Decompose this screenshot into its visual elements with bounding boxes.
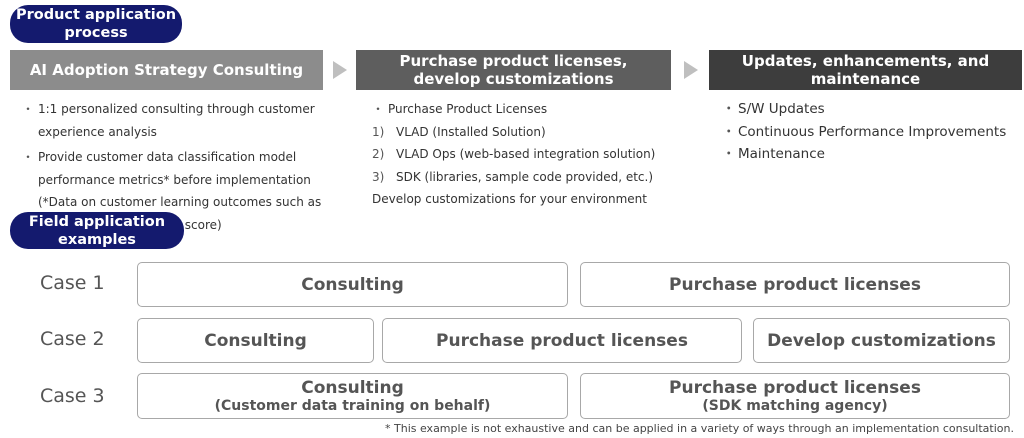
arrow-right-icon [684,61,698,79]
list-item-text: SDK (libraries, sample code provided, et… [396,169,654,184]
list-item-text: Maintenance [738,146,825,162]
number-marker: 1) [372,124,385,139]
list-item: ・ Maintenance [722,143,1017,166]
list-item: ・ Purchase Product Licenses [372,98,692,121]
bullet-marker: ・ [22,102,35,116]
case-box-title: Purchase product licenses [436,330,688,351]
case-2-consulting-box: Consulting [137,318,374,363]
process-header: Product application process [10,5,182,43]
case-box-title: Develop customizations [767,330,996,351]
examples-header: Field application examples [10,212,184,249]
stage-maintenance: Updates, enhancements, and maintenance [709,50,1022,90]
stage-consulting-label: AI Adoption Strategy Consulting [29,61,304,79]
process-header-line2: process [64,25,128,41]
case-box-title: Consulting [204,330,307,351]
stage-consulting: AI Adoption Strategy Consulting [10,50,323,90]
footnote: * This example is not exhaustive and can… [385,422,1014,435]
bullet-marker: ・ [722,146,736,162]
case-box-title: Consulting [301,377,404,398]
list-item: ・ S/W Updates [722,98,1017,121]
list-item-text: Develop customizations for your environm… [372,192,647,206]
case-box-title: Purchase product licenses [669,274,921,295]
case-1-consulting-box: Consulting [137,262,568,307]
list-item: Develop customizations for your environm… [372,188,692,211]
col-maintenance-details: ・ S/W Updates ・ Continuous Performance I… [722,98,1017,166]
number-marker: 2) [372,147,385,161]
case-box-title: Purchase product licenses [669,377,921,398]
case-3-label: Case 3 [40,385,105,407]
list-item-text: Purchase Product Licenses [388,102,548,116]
stage-maintenance-label: Updates, enhancements, and maintenance [741,52,990,88]
list-item: 2) VLAD Ops (web-based integration solut… [372,143,692,166]
list-item: 1) VLAD (Installed Solution) [372,121,692,144]
case-1-purchase-box: Purchase product licenses [580,262,1010,307]
number-marker: 3) [372,169,385,184]
list-item-text: Continuous Performance Improvements [738,123,1007,140]
case-box-subtitle: (Customer data training on behalf) [214,397,491,414]
bullet-marker: ・ [22,150,35,164]
bullet-marker: ・ [372,102,385,116]
examples-header-line2: examples [58,231,136,248]
process-header-line1: Product application [15,7,177,23]
col-purchase-details: ・ Purchase Product Licenses 1) VLAD (Ins… [372,98,692,211]
list-item-text: 1:1 personalized consulting through cust… [38,102,315,139]
case-box-subtitle: (SDK matching agency) [702,397,888,414]
list-item-text: VLAD (Installed Solution) [396,124,546,139]
list-item-text: S/W Updates [738,101,825,117]
list-item: ・ Continuous Performance Improvements [722,121,1017,144]
bullet-marker: ・ [722,101,736,117]
list-item: ・ 1:1 personalized consulting through cu… [22,98,352,143]
case-2-customization-box: Develop customizations [753,318,1010,363]
case-2-purchase-box: Purchase product licenses [382,318,742,363]
stage-purchase-label: Purchase product licenses, develop custo… [399,52,628,88]
list-item-text: VLAD Ops (web-based integration solution… [396,147,656,161]
case-3-consulting-box: Consulting (Customer data training on be… [137,373,568,419]
arrow-right-icon [333,61,347,79]
list-item: 3) SDK (libraries, sample code provided,… [372,166,692,189]
case-box-title: Consulting [301,274,404,295]
stage-purchase: Purchase product licenses, develop custo… [356,50,671,90]
case-2-label: Case 2 [40,328,105,350]
case-3-purchase-box: Purchase product licenses (SDK matching … [580,373,1010,419]
case-1-label: Case 1 [40,272,105,294]
bullet-marker: ・ [722,123,736,140]
examples-header-line1: Field application [28,213,166,230]
